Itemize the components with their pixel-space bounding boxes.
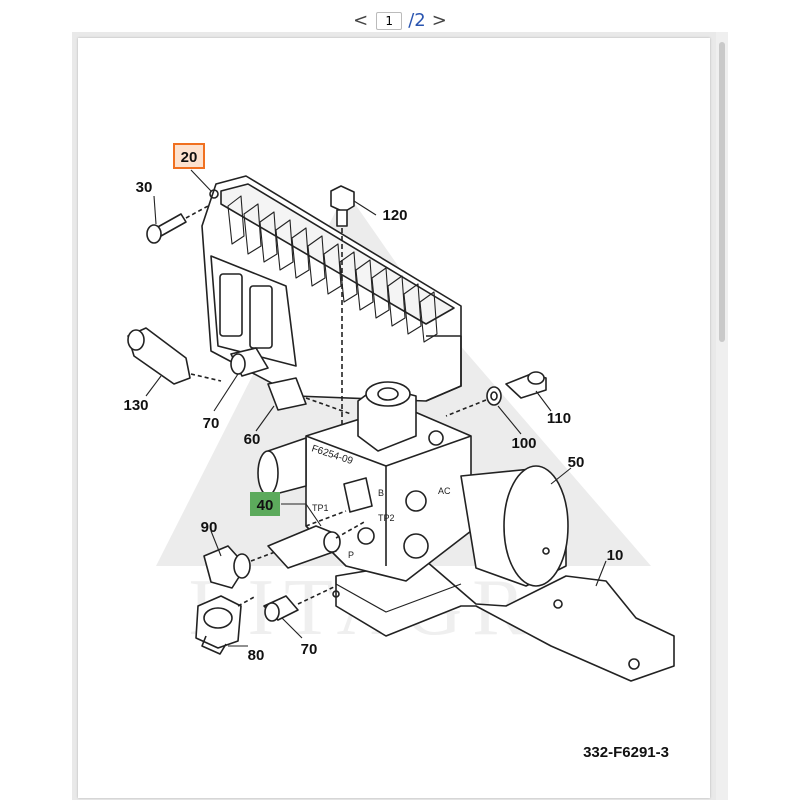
parts-diagram-page: LITAGRA — [78, 38, 710, 798]
bolt-30 — [146, 205, 209, 244]
port-label-p: P — [348, 550, 354, 560]
page-number-input[interactable] — [376, 11, 403, 30]
elbow-fitting-90 — [203, 545, 292, 589]
exploded-parts-diagram: LITAGRA — [123, 143, 675, 761]
previous-page-button[interactable]: < — [353, 10, 369, 31]
callout-80[interactable]: 80 — [248, 647, 265, 664]
callout-30[interactable]: 30 — [136, 179, 153, 196]
bolt-110 — [505, 371, 547, 399]
callout-40-highlight — [250, 492, 280, 516]
bolt-120 — [330, 185, 355, 426]
callout-40[interactable]: 40 — [257, 497, 274, 514]
fitting-60 — [267, 377, 352, 415]
port-label-tp1: TP1 — [312, 503, 329, 513]
callout-50[interactable]: 50 — [568, 454, 585, 471]
accumulator-50 — [460, 465, 569, 587]
callout-10[interactable]: 10 — [607, 547, 624, 564]
page-navigator: < /2 > — [0, 10, 800, 36]
callout-90[interactable]: 90 — [201, 519, 218, 536]
test-point-fitting — [267, 520, 367, 569]
callout-70-lower[interactable]: 70 — [301, 641, 318, 658]
pressure-switch-80 — [195, 595, 257, 655]
drawing-id: 332-F6291-3 — [583, 744, 669, 761]
port-label-ac: AC — [438, 486, 451, 496]
electronic-controller — [201, 175, 462, 402]
fitting-70-upper — [230, 347, 269, 377]
hydraulic-valve-block — [257, 381, 472, 582]
mounting-bracket — [332, 560, 675, 682]
fitting-130 — [127, 327, 222, 385]
callout-70-upper[interactable]: 70 — [203, 415, 220, 432]
vertical-scrollbar[interactable] — [716, 32, 728, 800]
callout-110[interactable]: 110 — [547, 410, 571, 427]
fitting-70-lower — [263, 585, 337, 622]
callout-20-highlight — [173, 143, 205, 169]
fitting-40 — [305, 477, 373, 527]
port-label-tp2: TP2 — [378, 513, 395, 523]
washer-100 — [445, 386, 502, 417]
callout-20[interactable]: 20 — [181, 149, 198, 166]
callout-130[interactable]: 130 — [123, 397, 148, 414]
callout-100[interactable]: 100 — [511, 435, 536, 452]
callout-120[interactable]: 120 — [382, 207, 407, 224]
page-total: /2 — [408, 10, 426, 31]
document-viewer: LITAGRA — [72, 32, 728, 800]
next-page-button[interactable]: > — [431, 10, 447, 31]
callout-60[interactable]: 60 — [244, 431, 261, 448]
port-label-b: B — [378, 488, 384, 498]
scrollbar-thumb[interactable] — [719, 42, 725, 342]
